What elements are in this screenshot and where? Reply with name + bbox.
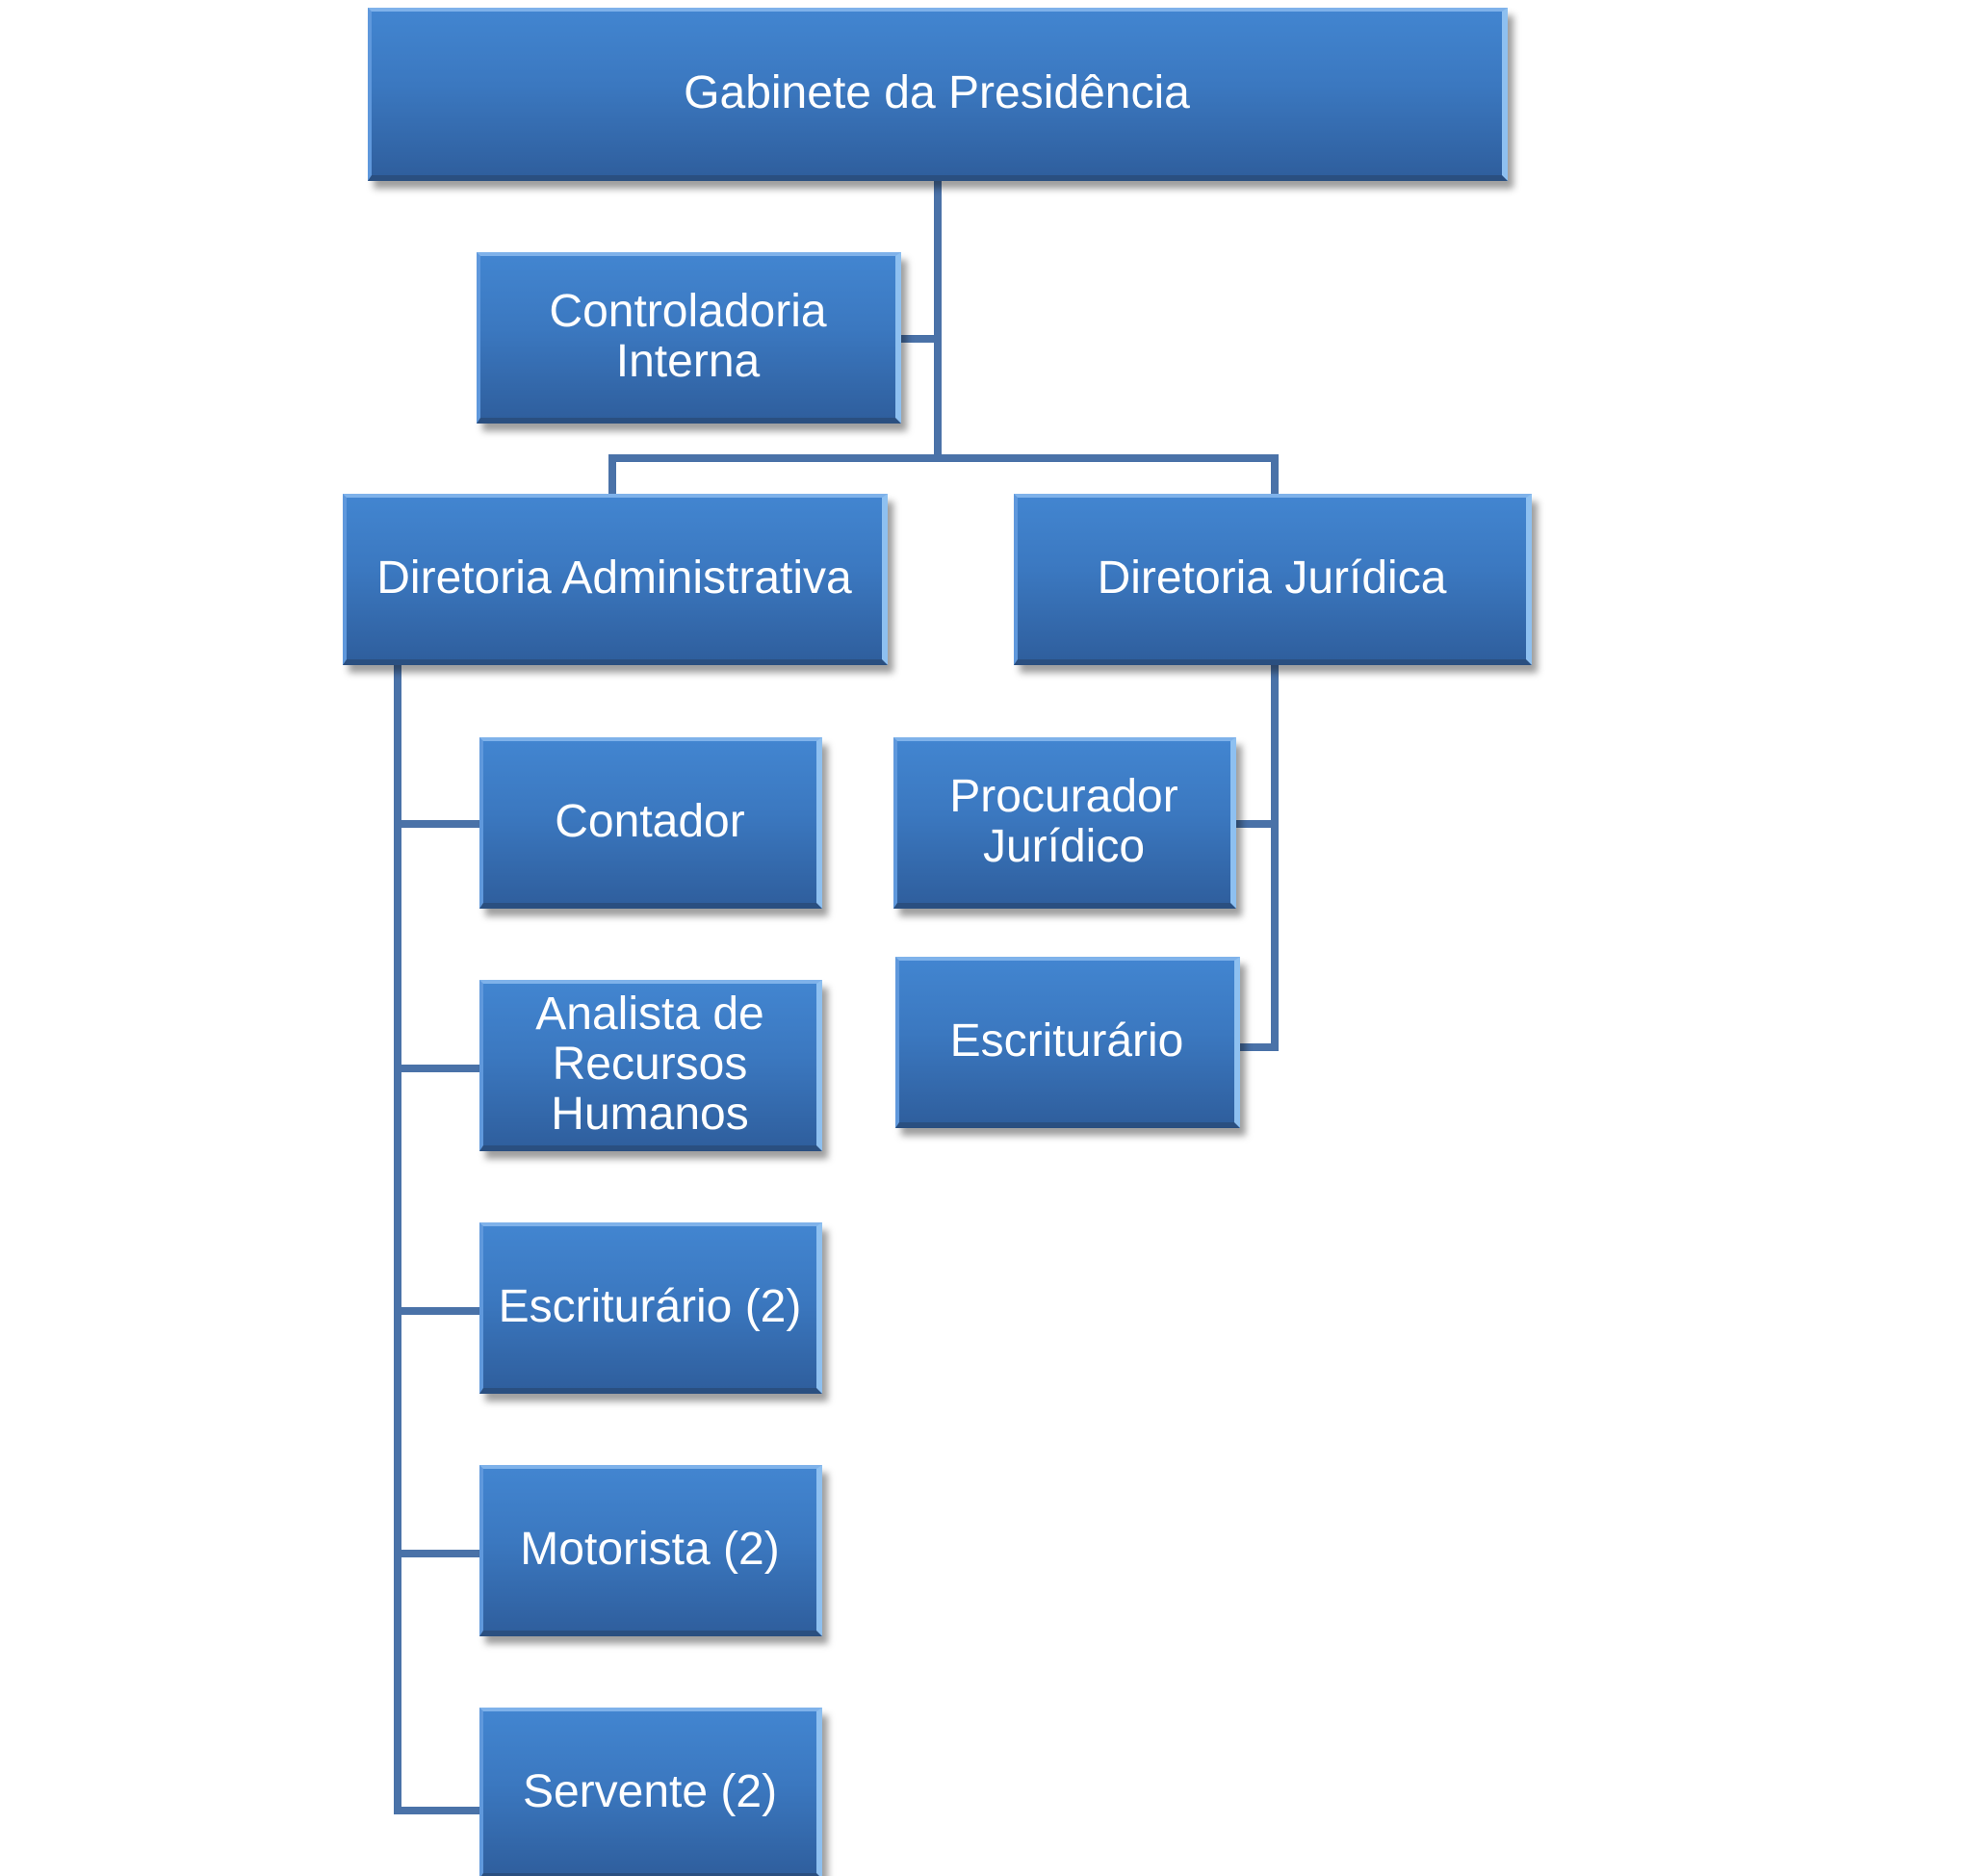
motorista-2-label: Motorista (2) — [520, 1524, 780, 1576]
controladoria-interna-box: Controladoria Interna — [477, 252, 901, 424]
escriturario-label: Escriturário — [949, 1015, 1184, 1067]
analista-recursos-humanos-box: Analista de Recursos Humanos — [479, 980, 822, 1151]
procurador-juridico-box: Procurador Jurídico — [893, 737, 1236, 909]
servente-2-label: Servente (2) — [522, 1766, 778, 1818]
gabinete-presidencia-box: Gabinete da Presidência — [368, 8, 1508, 181]
analista-recursos-humanos-label: Analista de Recursos Humanos — [535, 989, 764, 1140]
escriturario-box: Escriturário — [895, 957, 1240, 1128]
diretoria-administrativa-label: Diretoria Administrativa — [376, 553, 852, 604]
procurador-juridico-label: Procurador Jurídico — [949, 771, 1178, 872]
gabinete-presidencia-label: Gabinete da Presidência — [684, 67, 1190, 119]
contador-box: Contador — [479, 737, 822, 909]
contador-label: Contador — [555, 796, 745, 848]
servente-2-box: Servente (2) — [479, 1708, 822, 1876]
diretoria-administrativa-box: Diretoria Administrativa — [343, 494, 888, 665]
motorista-2-box: Motorista (2) — [479, 1465, 822, 1636]
diretoria-juridica-box: Diretoria Jurídica — [1014, 494, 1532, 665]
controladoria-interna-label: Controladoria Interna — [549, 286, 827, 387]
diretoria-juridica-label: Diretoria Jurídica — [1097, 553, 1447, 604]
escriturario-2-box: Escriturário (2) — [479, 1222, 822, 1394]
escriturario-2-label: Escriturário (2) — [498, 1281, 802, 1333]
